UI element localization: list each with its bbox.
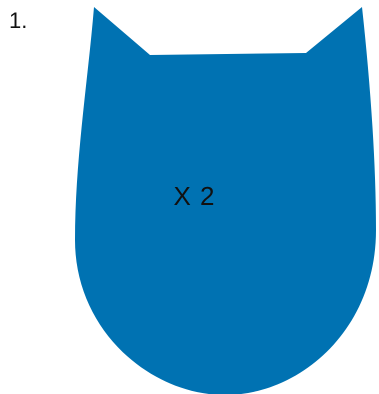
cat-head-shape — [75, 7, 376, 394]
shape-label: X 2 — [173, 181, 216, 211]
item-number: 1. — [9, 8, 28, 33]
